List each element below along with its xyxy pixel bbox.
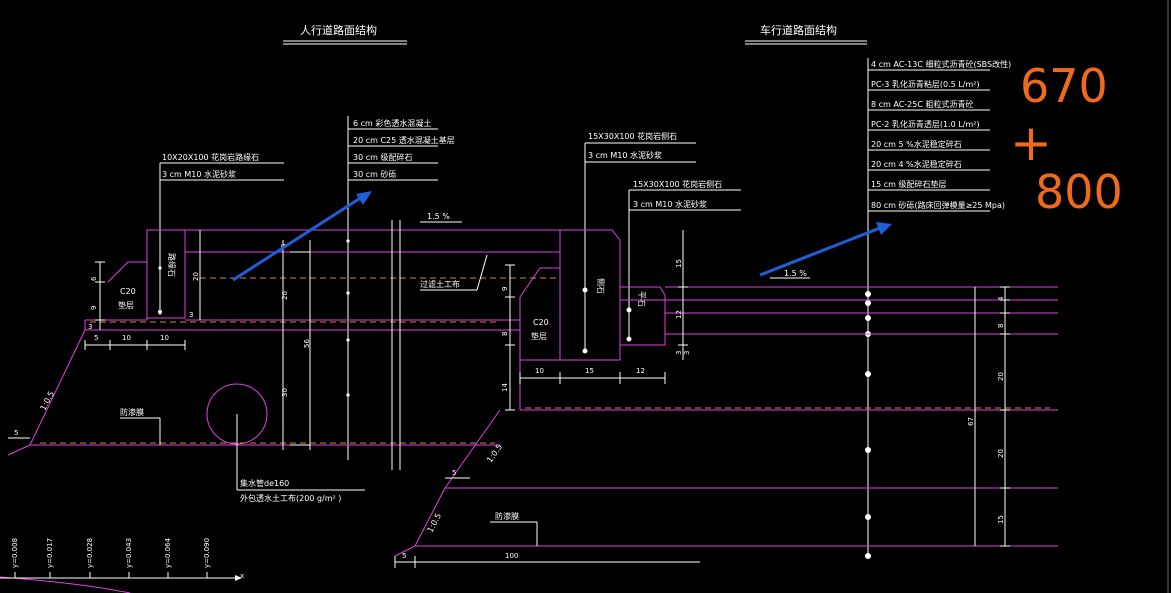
axis-tick-2: y=0.017 [46,538,54,568]
curb-side-bed: 3 cm M10 水泥砂浆 [588,150,662,160]
axis-tick-4: y=0.043 [125,538,133,568]
dim-5c: 5 [14,429,18,437]
dim-30: 30 [281,388,289,397]
sidewalk-title: 人行道路面结构 [300,23,377,37]
slope-ratio-mid: 1:0.5 [485,442,504,464]
dim-56: 56 [303,339,311,348]
curb-small-callout: 10X20X100 花岗岩路缘石 3 cm M10 水泥砂浆 [158,152,284,315]
c20-left: C20 [120,287,136,296]
roadway-layer-6: 20 cm 4 %水泥稳定碎石 [871,159,962,169]
dim-15w: 15 [997,515,1005,524]
dim-3a: 3 [88,323,92,331]
dim-15r: 15 [585,367,594,375]
hand-800: 800 [1035,165,1123,219]
roadway-layer-2: PC-3 乳化沥青粘层(0.5 L/m²) [871,79,980,89]
axis-tick-5: y=0.064 [164,537,172,568]
c20-right2: 垫层 [531,331,547,341]
dim-8: 8 [997,324,1005,328]
sidewalk-layer-callout: 6 cm 彩色透水混凝土 20 cm C25 透水混凝土基层 30 cm 级配碎… [346,116,455,460]
handwritten-annotation: 670 + 800 [1010,59,1123,219]
c20-left2: 垫层 [118,300,134,310]
dim-6: 6 [90,276,98,281]
slope-right: 1.5 % [784,269,807,278]
curb-flat-bed: 3 cm M10 水泥砂浆 [633,199,707,209]
roadway-layer-1: 4 cm AC-13C 细粒式沥青砼(SBS改性) [871,59,1011,69]
pipe-label: 集水管de160 [240,478,289,488]
dim-100: 100 [505,552,518,560]
roadway-layer-7: 15 cm 级配碎石垫层 [871,179,946,189]
c20-right: C20 [533,318,549,327]
anti-seep-right: 防渗膜 [495,511,519,521]
dim-3c: 3 [675,351,683,355]
blue-arrow-right [759,222,892,277]
roadway-layer-8: 80 cm 砂砾(路床回弹模量≥25 Mpa) [871,200,1005,210]
axis-tick-6: y=0.090 [203,538,211,568]
structure-lines [0,229,1058,593]
dim-5a: 5 [94,334,98,342]
curb-small-spec: 10X20X100 花岗岩路缘石 [162,152,259,162]
dim-4: 4 [997,296,1005,301]
dim-20b: 20 [281,291,289,300]
curb-side-callout: 15X30X100 花岗岩侧石 3 cm M10 水泥砂浆 [582,131,696,354]
axis-tick-3: y=0.028 [86,538,94,568]
dim-12r: 12 [636,367,645,375]
dim-20d: 20 [997,449,1005,458]
dim-14: 14 [501,383,509,392]
curb-small-bed: 3 cm M10 水泥砂浆 [162,169,236,179]
curb-vertical-3: 平石 [637,291,646,307]
geotextile-label: 过滤土工布 [420,279,460,289]
dim-5e: 5 [402,552,406,560]
slope-ratio-left: 1:0.5 [39,390,57,412]
roadway-layer-4: PC-2 乳化沥青透层(1.0 L/m²) [871,119,980,129]
sidewalk-layer-2: 20 cm C25 透水混凝土基层 [353,135,455,145]
dim-9r: 9 [501,287,509,291]
dim-15v: 15 [675,259,683,268]
roadway-layer-5: 20 cm 5 %水泥稳定碎石 [871,139,962,149]
curb-vertical-1: 路缘石 [167,253,177,277]
hand-plus: + [1010,114,1052,172]
dim-12v: 12 [675,310,683,319]
hand-670: 670 [1020,59,1108,113]
dim-10a: 10 [122,334,131,342]
curb-flat-spec: 15X30X100 花岗岩侧石 [633,179,722,189]
bottom-axis: x y=0.008 y=0.017 y=0.028 y=0.043 y=0.06… [0,537,244,581]
curb-side-spec: 15X30X100 花岗岩侧石 [588,131,677,141]
sidewalk-layer-4: 30 cm 砂砾 [353,169,396,179]
dim-3d: 3 [683,351,691,355]
dim-10r: 10 [535,367,544,375]
pipe-wrap-label: 外包透水土工布(200 g/m² ) [240,493,341,503]
slope-ratio-bottom: 1:0.5 [426,512,444,534]
roadway-layer-callout: 4 cm AC-13C 细粒式沥青砼(SBS改性) PC-3 乳化沥青粘层(0.… [865,58,1011,559]
dim-20c: 20 [997,372,1005,381]
axis-x-label: x [240,572,244,580]
curb-flat-callout: 15X30X100 花岗岩侧石 3 cm M10 水泥砂浆 [626,179,741,342]
dim-67: 67 [967,417,975,426]
dim-8r: 8 [501,332,509,336]
dim-10b: 10 [160,334,169,342]
sidewalk-layer-3: 30 cm 级配碎石 [353,152,412,162]
blue-arrow-left [232,191,372,282]
roadway-title: 车行道路面结构 [760,23,837,37]
sidewalk-layer-1: 6 cm 彩色透水混凝土 [353,118,431,128]
axis-tick-1: y=0.008 [11,538,19,568]
roadway-layer-3: 8 cm AC-25C 粗粒式沥青砼 [871,99,973,109]
curb-vertical-2: 侧石 [596,278,606,294]
dim-5d: 5 [452,469,456,477]
dim-20a: 20 [192,272,200,281]
slope-left: 1.5 % [427,212,450,221]
dim-3b: 3 [189,311,193,319]
anti-seep-left: 防渗膜 [120,407,144,417]
dim-9: 9 [90,306,98,310]
